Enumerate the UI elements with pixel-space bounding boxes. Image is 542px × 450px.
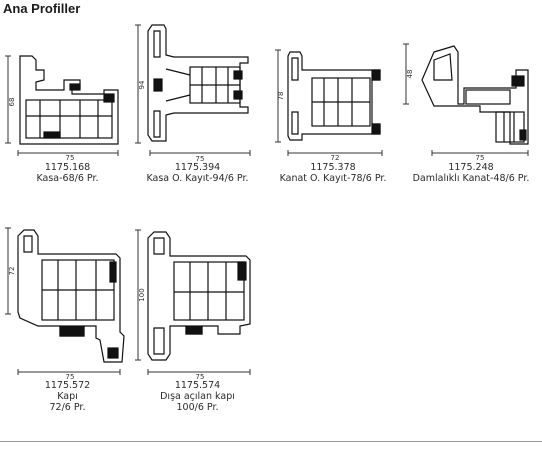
- height-dimension: 78: [277, 92, 285, 101]
- section-title: Ana Profiller: [3, 1, 81, 16]
- profile-name: Kasa-68/6 Pr.: [36, 173, 99, 184]
- profile-drawing: 48 75: [403, 43, 529, 162]
- width-dimension: 75: [476, 154, 485, 162]
- profile-name-line-2: 100/6 Pr.: [176, 402, 219, 413]
- bottom-divider: [0, 441, 542, 442]
- profile-name-line-1: Kapı: [57, 391, 78, 402]
- height-dimension: 72: [8, 267, 16, 276]
- profile-name: Kasa O. Kayıt-94/6 Pr.: [146, 173, 249, 184]
- height-dimension: 100: [138, 288, 146, 301]
- width-dimension: 75: [196, 373, 205, 381]
- width-dimension: 72: [331, 154, 340, 162]
- profile-card-1175-572[interactable]: 72 75 1175.572 Kapı 72/6 Pr.: [0, 222, 135, 418]
- height-dimension: 48: [406, 70, 414, 79]
- profile-card-1175-248[interactable]: 48 75 1175.248 Damlalıklı Kanat-48/6 Pr.: [400, 40, 542, 190]
- width-dimension: 75: [66, 373, 75, 381]
- profile-drawing: 94 75: [135, 24, 251, 163]
- profile-code: 1175.168: [44, 162, 91, 173]
- profile-card-1175-394[interactable]: 94 75 1175.394 Kasa O. Kayıt-94/6 Pr.: [130, 13, 265, 190]
- height-dimension: 68: [8, 98, 16, 107]
- profile-name: Kanat O. Kayıt-78/6 Pr.: [279, 173, 387, 184]
- profile-drawing: 100 75: [135, 229, 251, 381]
- width-dimension: 75: [196, 155, 205, 163]
- profile-drawing: 72 75: [5, 227, 125, 381]
- profile-card-1175-574[interactable]: 100 75 1175.574 Dışa açılan kapı 100/6 P…: [130, 222, 265, 418]
- profile-name: Damlalıklı Kanat-48/6 Pr.: [412, 173, 530, 184]
- profile-code: 1175.394: [174, 162, 221, 173]
- profile-card-1175-378[interactable]: 78 72 1175.378 Kanat O. Kayıt-78/6 Pr.: [268, 40, 398, 190]
- height-dimension: 94: [138, 80, 146, 89]
- profile-drawing: 78 72: [275, 49, 383, 162]
- width-dimension: 75: [66, 154, 75, 162]
- profile-code: 1175.378: [310, 162, 356, 173]
- profile-drawing: 68 75: [5, 55, 119, 162]
- profile-code: 1175.574: [174, 380, 221, 391]
- profile-name-line-2: 72/6 Pr.: [49, 402, 86, 413]
- profile-code: 1175.572: [44, 380, 91, 391]
- profile-code: 1175.248: [448, 162, 494, 173]
- profile-card-1175-168[interactable]: 68 75 1175.168 Kasa-68/6 Pr.: [0, 40, 135, 190]
- profile-name-line-1: Dışa açılan kapı: [160, 391, 235, 402]
